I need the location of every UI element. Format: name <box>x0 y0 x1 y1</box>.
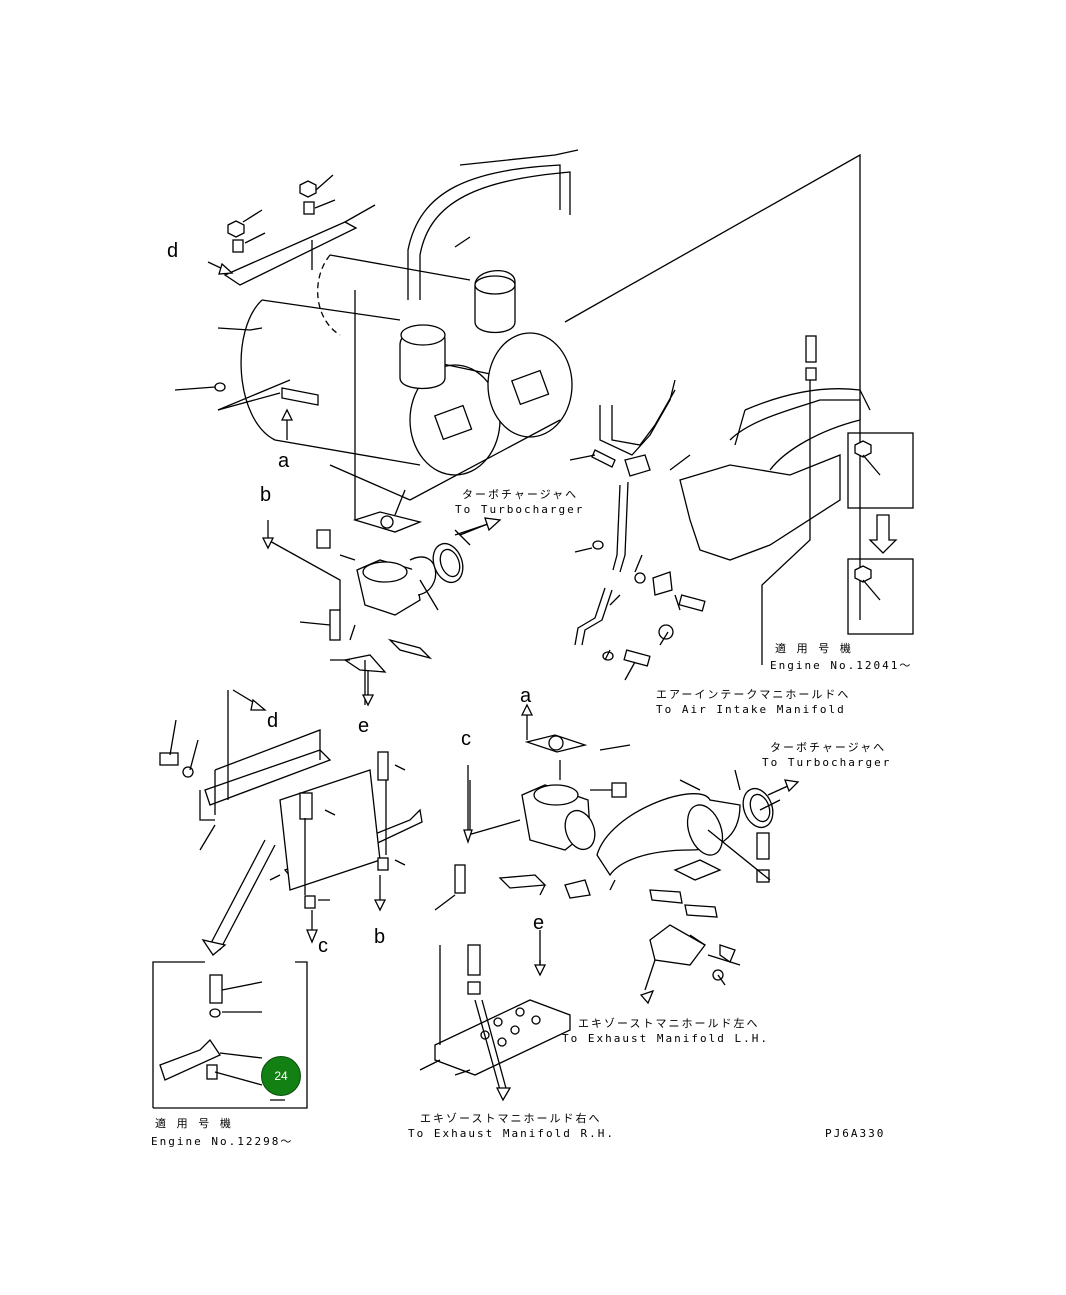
exhaust-rh-label-en: To Exhaust Manifold R.H. <box>408 1127 615 1140</box>
turbo-label-jp: ターボチャージャへ <box>462 488 579 501</box>
engine-serial-label-jp: 適 用 号 機 <box>775 642 853 655</box>
air-pipe-and-clamps <box>569 379 706 681</box>
ref-letter-a: a <box>278 450 290 472</box>
exhaust-rh-label-jp: エキゾーストマニホールド右へ <box>420 1112 602 1125</box>
muffler-assembly <box>174 149 861 620</box>
turbo-label-en: To Turbocharger <box>455 503 585 516</box>
turbo-label-jp: ターボチャージャへ <box>770 741 887 754</box>
engine-serial-label-en: Engine No.12041～ <box>770 659 913 672</box>
ref-letter-a: a <box>520 685 532 707</box>
elbow-flange-lower <box>434 734 781 991</box>
engine-serial-label-en: Engine No.12298～ <box>151 1135 294 1148</box>
ref-letter-d: d <box>267 710 279 732</box>
ref-letter-d: d <box>167 240 179 262</box>
inset-detail <box>152 961 308 1109</box>
ref-letter-e: e <box>358 715 370 737</box>
support-bracket <box>679 335 914 665</box>
mounting-plates <box>159 690 423 956</box>
ref-letter-c: c <box>318 935 328 957</box>
drawing-code: PJ6A330 <box>825 1127 886 1140</box>
exhaust-base-plate <box>419 930 571 1102</box>
exhaust-lh-label-jp: エキゾーストマニホールド左へ <box>578 1017 760 1030</box>
part-callout-24-button[interactable]: 24 <box>261 1056 301 1096</box>
ref-letter-b: b <box>374 926 386 948</box>
turbo-label-en: To Turbocharger <box>762 756 892 769</box>
air-intake-label-jp: エアーインテークマニホールドへ <box>656 688 851 701</box>
exhaust-lh-label-en: To Exhaust Manifold L.H. <box>562 1032 769 1045</box>
air-intake-label-en: To Air Intake Manifold <box>656 703 846 716</box>
ref-letter-c: c <box>461 728 471 750</box>
elbow-flange-upper <box>267 489 501 705</box>
ref-letter-b: b <box>260 484 272 506</box>
direction-arrows <box>207 261 800 1005</box>
engine-serial-label-jp: 適 用 号 機 <box>155 1117 233 1130</box>
ref-letter-e: e <box>533 912 545 934</box>
